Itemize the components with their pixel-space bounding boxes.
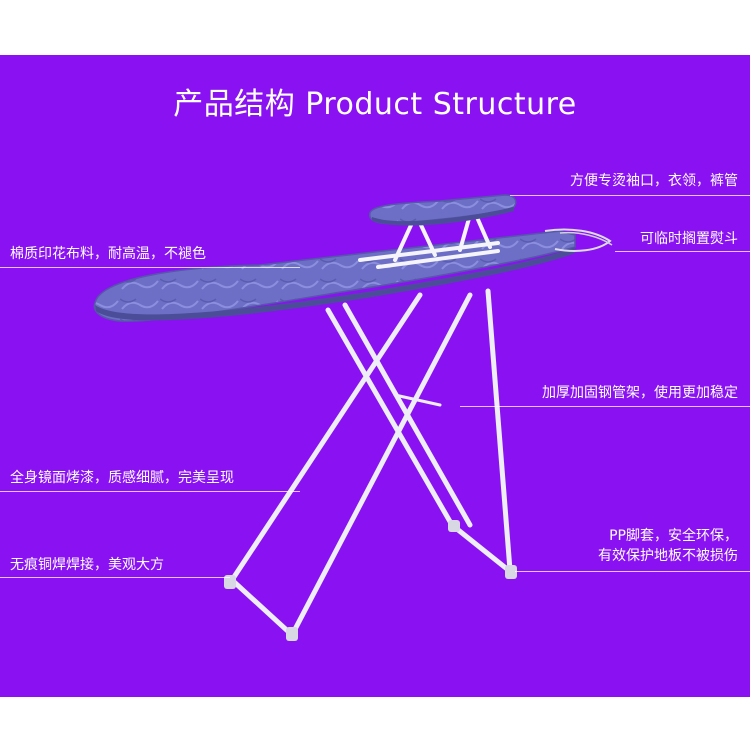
label-steel-frame: 加厚加固钢管架，使用更加稳定	[542, 385, 738, 401]
page-title: 产品结构 Product Structure	[173, 87, 577, 122]
pp-feet	[224, 520, 517, 641]
iron-rest	[544, 228, 612, 252]
leader-line	[615, 251, 750, 252]
label-cover-fabric: 棉质印花布料，耐高温，不褪色	[10, 246, 206, 262]
leader-line	[0, 577, 230, 578]
label-pp-feet-1: PP脚套，安全环保，	[609, 528, 738, 544]
ironing-board-illustration	[93, 194, 613, 641]
label-paint-finish: 全身镜面烤漆，质感细腻，完美呈现	[10, 470, 234, 486]
leader-line	[510, 195, 750, 196]
leader-line	[0, 491, 300, 492]
steel-frame	[229, 288, 515, 638]
leader-line	[515, 571, 750, 572]
leader-line	[0, 267, 300, 268]
label-welding: 无痕铜焊焊接，美观大方	[10, 557, 164, 573]
label-sleeve-board: 方便专烫袖口，衣领，裤管	[570, 173, 738, 189]
label-pp-feet-2: 有效保护地板不被损伤	[598, 548, 738, 564]
leader-line	[460, 406, 750, 407]
product-structure-panel: 产品结构 Product Structure	[0, 55, 750, 697]
board-cover	[93, 230, 576, 322]
label-iron-rest: 可临时搁置熨斗	[640, 231, 738, 247]
